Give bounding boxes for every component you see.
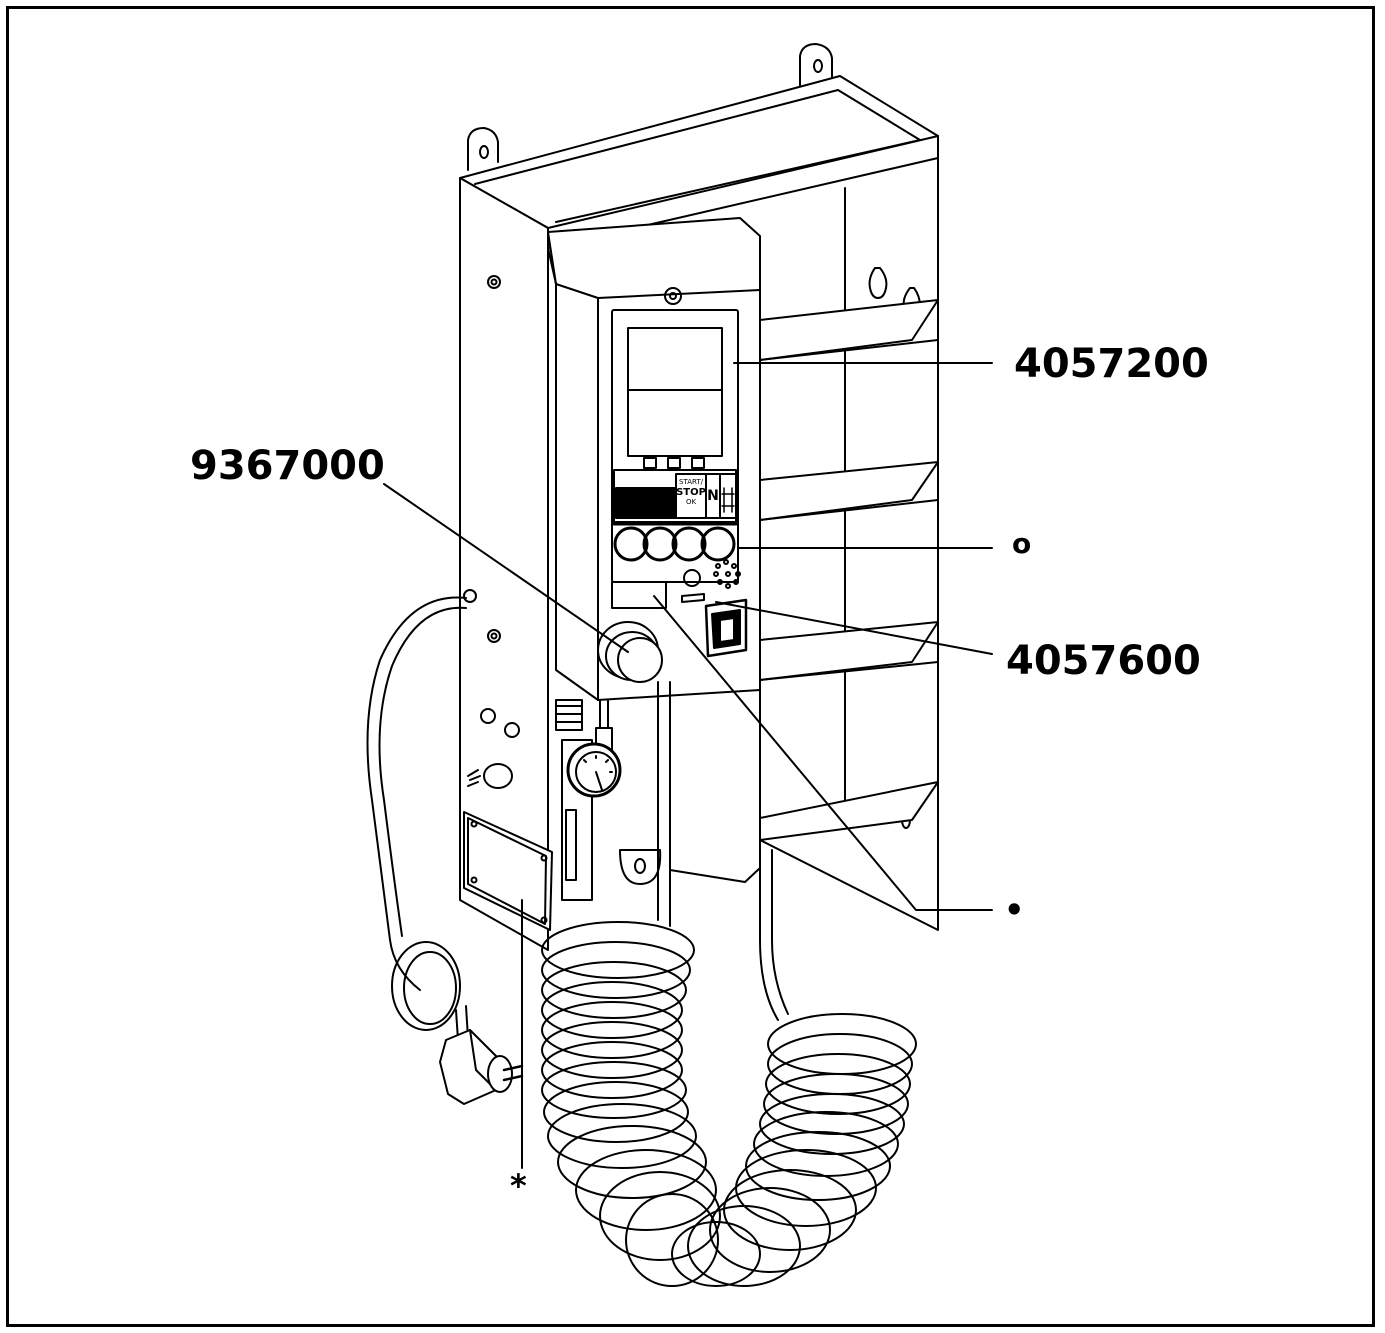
minus-button-label: −	[649, 486, 672, 519]
emergency-stop-button	[597, 621, 663, 683]
coiled-hose-right	[671, 1013, 917, 1287]
power-cable	[366, 596, 469, 1041]
leader-9367000	[383, 483, 629, 653]
n-button-label: N	[707, 488, 719, 504]
plus-button-label: +	[619, 488, 642, 521]
callout-4057200: 4057200	[1014, 341, 1209, 387]
leader-4057600	[715, 601, 993, 655]
leader-dot	[653, 595, 993, 911]
callout-circle-symbol: o	[1012, 527, 1032, 560]
hose-right-upper	[657, 681, 789, 1021]
rating-plate	[463, 811, 553, 931]
ok-label: OK	[686, 498, 697, 506]
diagram-frame	[6, 6, 1375, 1327]
air-inlet-fitting	[467, 763, 513, 789]
mounting-tab-left	[467, 127, 499, 171]
control-panel	[611, 309, 739, 583]
shelf-4	[759, 781, 939, 841]
label-window	[611, 581, 667, 609]
wall-plate	[459, 177, 553, 951]
rocker-switch	[704, 598, 748, 658]
callout-star-symbol: *	[510, 1167, 527, 1205]
shelf-3	[759, 621, 939, 681]
callout-dot-symbol: •	[1004, 891, 1025, 929]
shelf-2	[759, 461, 939, 521]
mounting-tab-right	[799, 43, 833, 91]
stop-label: STOP	[676, 487, 706, 498]
pressure-regulator	[555, 699, 613, 901]
cycle-icon	[721, 487, 735, 513]
indicator-led	[683, 569, 701, 587]
leader-lines	[383, 362, 993, 1169]
callout-4057600: 4057600	[1006, 638, 1201, 684]
callout-9367000: 9367000	[190, 443, 385, 489]
shelf-1	[759, 299, 939, 361]
pressure-gauge-icon	[566, 742, 622, 798]
power-plug-icon	[439, 1029, 524, 1105]
start-label: START/	[679, 478, 704, 486]
lower-enclosure	[619, 689, 761, 885]
coiled-hose-left	[541, 921, 721, 1287]
buzzer-holes-icon	[713, 559, 741, 589]
